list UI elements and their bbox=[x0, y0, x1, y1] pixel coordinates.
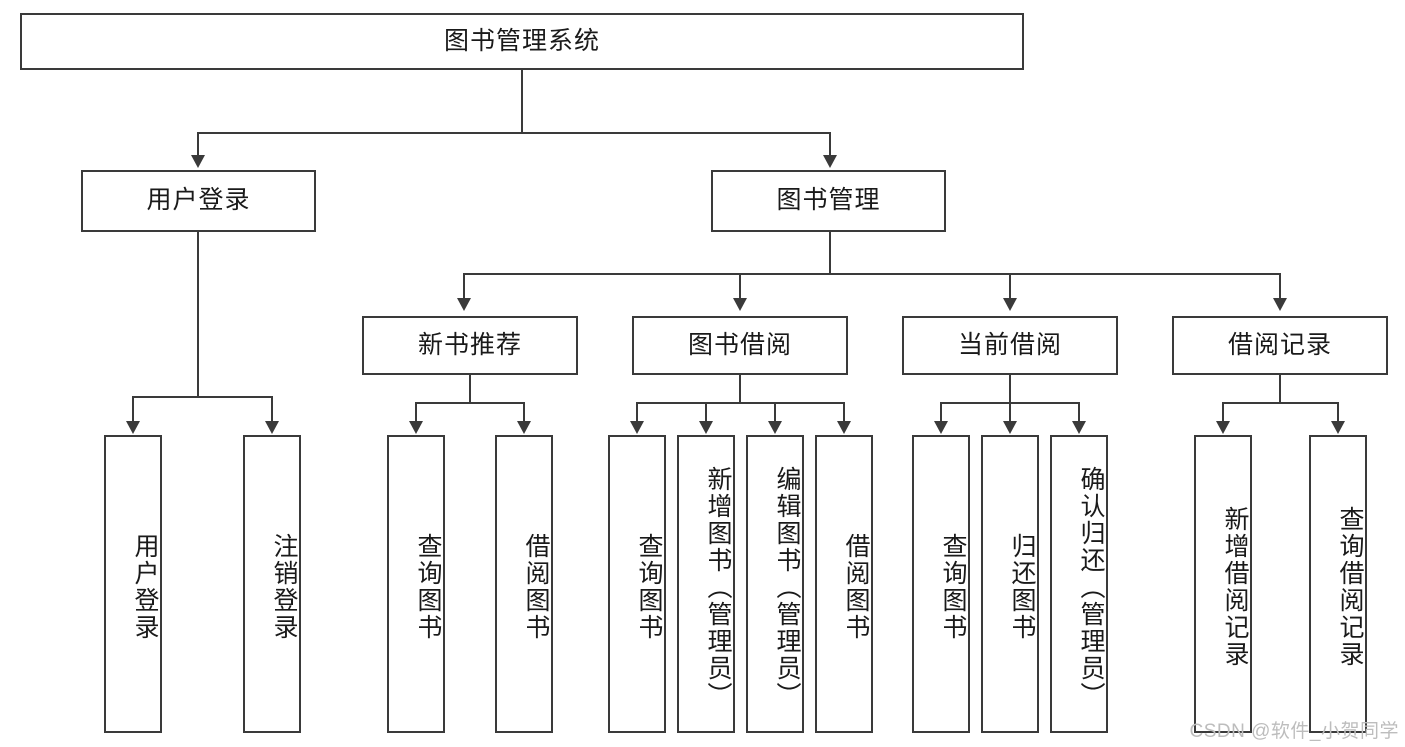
arrowhead-borrowrecord-2 bbox=[1331, 421, 1345, 434]
leaf-new-book-query[interactable]: 查询图书 bbox=[387, 435, 445, 733]
arrowhead-login-2 bbox=[265, 421, 279, 434]
edge-drop-new-book bbox=[463, 273, 465, 301]
arrowhead-newbook-1 bbox=[409, 421, 423, 434]
edge-level3-bus bbox=[463, 273, 1280, 275]
node-label: 查询图书 bbox=[939, 533, 967, 641]
edge-drop-currentborrow-2 bbox=[1009, 402, 1011, 424]
node-label: 用户登录 bbox=[146, 186, 251, 215]
arrowhead-bookborrow-4 bbox=[837, 421, 851, 434]
edge-borrow-record-stem bbox=[1279, 375, 1281, 403]
node-label: 注销登录 bbox=[270, 533, 298, 641]
arrowhead-borrowrecord-1 bbox=[1216, 421, 1230, 434]
node-label: 图书管理 bbox=[776, 186, 881, 215]
edge-book-borrow-stem bbox=[739, 375, 741, 403]
edge-drop-bookborrow-3 bbox=[774, 402, 776, 424]
edge-root-stem bbox=[521, 70, 523, 133]
edge-user-login-stem bbox=[197, 232, 199, 398]
leaf-user-login-logout[interactable]: 注销登录 bbox=[243, 435, 301, 733]
node-label: 查询图书 bbox=[635, 533, 663, 641]
node-new-book-recommend[interactable]: 新书推荐 bbox=[362, 316, 578, 375]
edge-drop-bookborrow-2 bbox=[705, 402, 707, 424]
edge-level2-bus bbox=[197, 132, 831, 134]
arrowhead-current-borrow bbox=[1003, 298, 1017, 311]
node-label: 图书借阅 bbox=[687, 330, 792, 359]
node-label: 查询借阅记录 bbox=[1336, 506, 1364, 668]
leaf-user-login-login[interactable]: 用户登录 bbox=[104, 435, 162, 733]
edge-user-login-bus bbox=[132, 396, 272, 398]
arrowhead-user-login bbox=[191, 155, 205, 168]
node-label: 编辑图书（管理员） bbox=[773, 465, 801, 709]
edge-drop-currentborrow-1 bbox=[940, 402, 942, 424]
leaf-current-borrow-confirm-return[interactable]: 确认归还（管理员） bbox=[1050, 435, 1108, 733]
leaf-new-book-borrow[interactable]: 借阅图书 bbox=[495, 435, 553, 733]
node-label: 查询图书 bbox=[414, 533, 442, 641]
arrowhead-new-book bbox=[457, 298, 471, 311]
edge-book-borrow-bus bbox=[636, 402, 845, 404]
node-label: 图书管理系统 bbox=[443, 26, 600, 55]
edge-drop-newbook-1 bbox=[415, 402, 417, 424]
leaf-borrow-record-query[interactable]: 查询借阅记录 bbox=[1309, 435, 1367, 733]
edge-drop-bookborrow-4 bbox=[843, 402, 845, 424]
leaf-borrow-record-add[interactable]: 新增借阅记录 bbox=[1194, 435, 1252, 733]
node-label: 归还图书 bbox=[1008, 533, 1036, 641]
edge-drop-borrowrecord-2 bbox=[1337, 402, 1339, 424]
edge-book-manage-stem bbox=[829, 232, 831, 274]
node-label: 用户登录 bbox=[131, 533, 159, 641]
node-label: 确认归还（管理员） bbox=[1077, 465, 1105, 709]
arrowhead-bookborrow-3 bbox=[768, 421, 782, 434]
leaf-book-borrow-edit[interactable]: 编辑图书（管理员） bbox=[746, 435, 804, 733]
node-book-borrow[interactable]: 图书借阅 bbox=[632, 316, 848, 375]
edge-current-borrow-stem bbox=[1009, 375, 1011, 403]
node-user-login[interactable]: 用户登录 bbox=[81, 170, 316, 232]
arrowhead-book-borrow bbox=[733, 298, 747, 311]
edge-drop-currentborrow-3 bbox=[1078, 402, 1080, 424]
edge-new-book-stem bbox=[469, 375, 471, 403]
arrowhead-book-manage bbox=[823, 155, 837, 168]
edge-drop-borrow-record bbox=[1279, 273, 1281, 301]
node-borrow-record[interactable]: 借阅记录 bbox=[1172, 316, 1388, 375]
edge-new-book-bus bbox=[415, 402, 525, 404]
arrowhead-newbook-2 bbox=[517, 421, 531, 434]
node-label: 借阅图书 bbox=[522, 533, 550, 641]
arrowhead-bookborrow-2 bbox=[699, 421, 713, 434]
leaf-book-borrow-add[interactable]: 新增图书（管理员） bbox=[677, 435, 735, 733]
leaf-book-borrow-query[interactable]: 查询图书 bbox=[608, 435, 666, 733]
edge-drop-book-borrow bbox=[739, 273, 741, 301]
leaf-current-borrow-return[interactable]: 归还图书 bbox=[981, 435, 1039, 733]
edge-drop-bookborrow-1 bbox=[636, 402, 638, 424]
edge-drop-current-borrow bbox=[1009, 273, 1011, 301]
arrowhead-currentborrow-1 bbox=[934, 421, 948, 434]
arrowhead-currentborrow-2 bbox=[1003, 421, 1017, 434]
node-label: 借阅记录 bbox=[1227, 330, 1332, 359]
node-book-management[interactable]: 图书管理 bbox=[711, 170, 946, 232]
arrowhead-login-1 bbox=[126, 421, 140, 434]
leaf-book-borrow-borrow[interactable]: 借阅图书 bbox=[815, 435, 873, 733]
edge-drop-user-login bbox=[197, 132, 199, 158]
node-root-system[interactable]: 图书管理系统 bbox=[20, 13, 1024, 70]
edge-drop-newbook-2 bbox=[523, 402, 525, 424]
edge-borrow-record-bus bbox=[1222, 402, 1339, 404]
arrowhead-borrow-record bbox=[1273, 298, 1287, 311]
node-label: 当前借阅 bbox=[957, 330, 1062, 359]
edge-drop-book-manage bbox=[829, 132, 831, 158]
edge-drop-login-2 bbox=[271, 396, 273, 424]
node-label: 新增借阅记录 bbox=[1221, 506, 1249, 668]
arrowhead-currentborrow-3 bbox=[1072, 421, 1086, 434]
node-current-borrow[interactable]: 当前借阅 bbox=[902, 316, 1118, 375]
node-label: 新增图书（管理员） bbox=[704, 465, 732, 709]
edge-drop-login-1 bbox=[132, 396, 134, 424]
leaf-current-borrow-query[interactable]: 查询图书 bbox=[912, 435, 970, 733]
arrowhead-bookborrow-1 bbox=[630, 421, 644, 434]
node-label: 借阅图书 bbox=[842, 533, 870, 641]
edge-drop-borrowrecord-1 bbox=[1222, 402, 1224, 424]
node-label: 新书推荐 bbox=[417, 330, 522, 359]
